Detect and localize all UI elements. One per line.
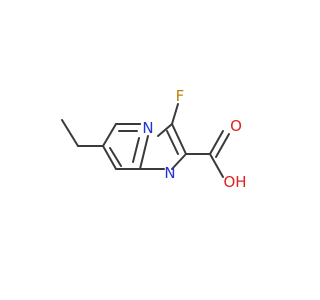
bond-c3-f (171, 103, 179, 125)
atom-label-fluorine: F (176, 87, 185, 105)
atom-label-nitrogen-imidazole: N (164, 164, 175, 182)
bond-c3-c2 (171, 123, 187, 155)
bond-c8a-n-bridge (139, 135, 149, 170)
atom-label-nitrogen-bridge: N (142, 119, 153, 137)
atom-label-hydroxyl: OH (223, 173, 246, 191)
bond-carboxyl-oh (209, 153, 224, 178)
molecule-structure-canvas: F N N O OH (61, 87, 247, 191)
molecule-diagram: F N N O OH (61, 87, 247, 191)
bond-c6-c7 (102, 123, 117, 147)
bond-n-bridge-c3 (157, 123, 173, 137)
bond-carboxyl-o-double (209, 130, 224, 155)
bond-carboxyl-o-double-2 (215, 133, 230, 158)
bond-methyl-tail (61, 119, 79, 147)
bond-c3-c2-double (166, 130, 179, 155)
atom-label-oxygen-carbonyl: O (230, 117, 242, 135)
bond-c2-n1 (171, 153, 187, 170)
bond-c7-c8 (102, 145, 117, 170)
bond-c8a-n-bridge-double (132, 137, 140, 163)
bond-c7-c8-double (109, 147, 122, 167)
